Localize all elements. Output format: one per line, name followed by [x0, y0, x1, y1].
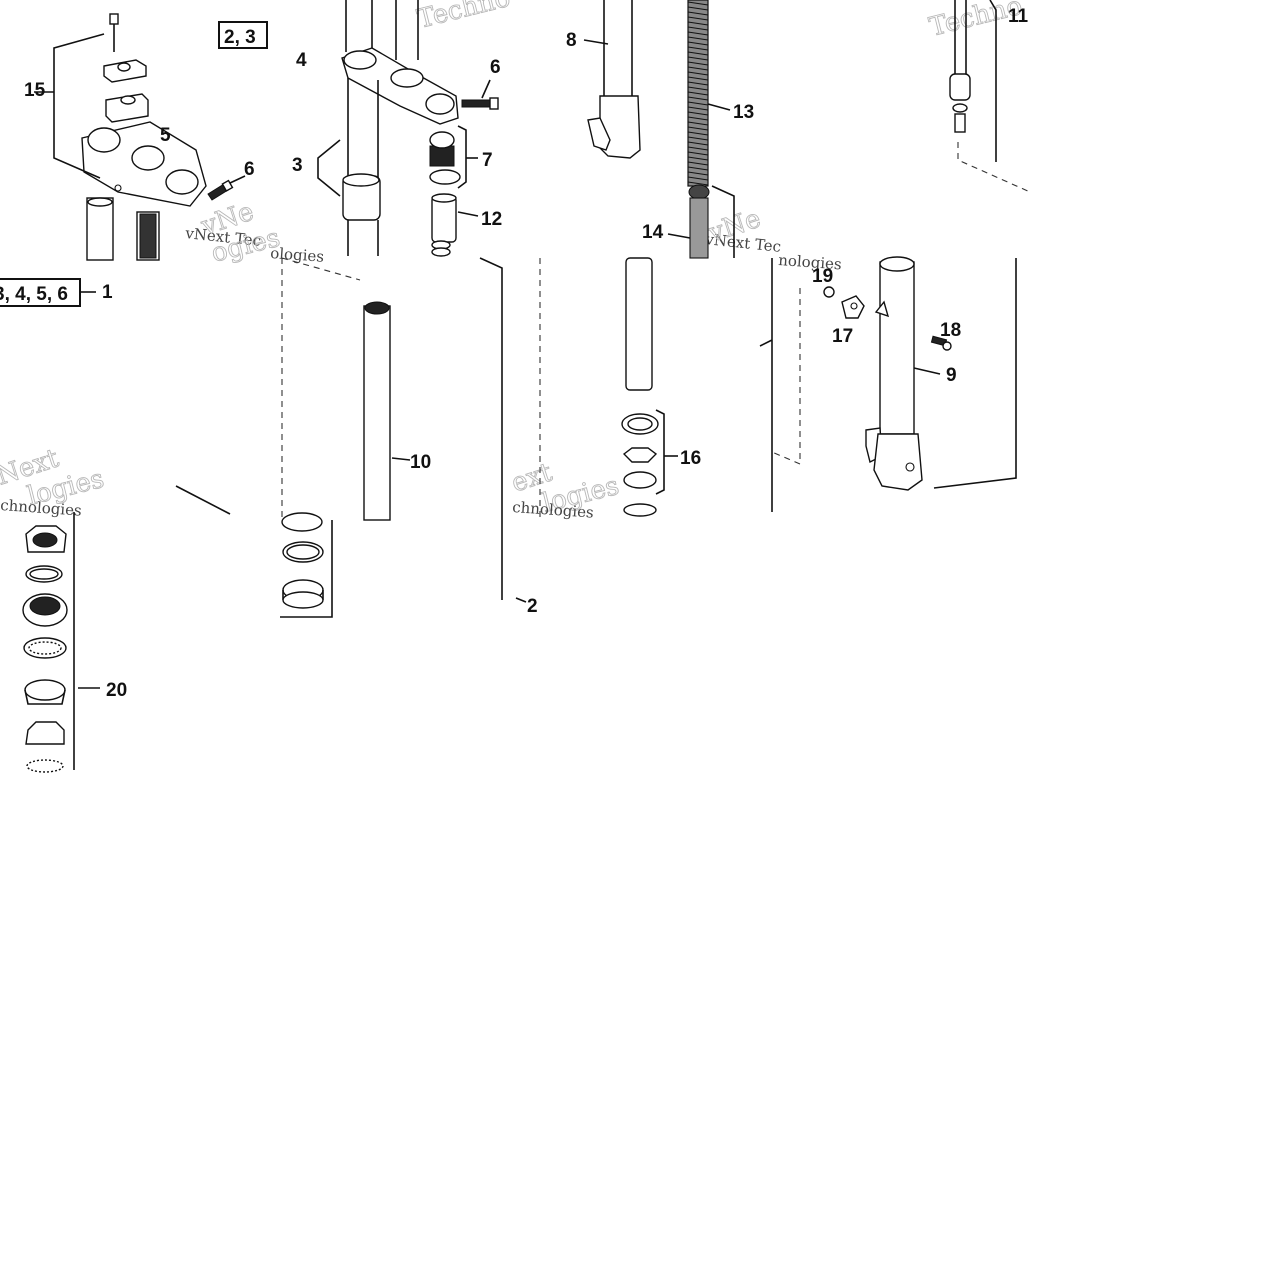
watermark-text: ologies [270, 244, 325, 266]
fork-spring [687, 0, 709, 187]
inner-fork-tube [363, 305, 391, 521]
brake-line-clip [841, 295, 865, 319]
callout-labels: 1 2 3 4 5 6 6 7 8 9 10 11 12 13 14 15 16… [24, 6, 1029, 701]
spring-coil [687, 61, 709, 66]
watermark-text: Techno [414, 0, 513, 35]
watermark-text: chnologies [0, 496, 82, 520]
nut [823, 286, 835, 298]
spring-coil [687, 86, 709, 91]
callout-3: 3 [292, 155, 303, 176]
callout-2: 2 [527, 596, 538, 617]
spring-coil [687, 131, 709, 136]
steering-bearing-stack [22, 512, 100, 773]
o-ring [429, 169, 461, 185]
upper-clamp-group [34, 13, 246, 261]
callout-15: 15 [24, 80, 46, 101]
callout-6: 6 [490, 57, 501, 78]
spring-coil [687, 96, 709, 101]
spring-coil [687, 141, 709, 146]
spring-coil [687, 31, 709, 36]
spring-coil [687, 81, 709, 86]
seal-stack-16 [621, 409, 678, 517]
spring-coil [687, 171, 709, 176]
outer-leg-group [759, 0, 1031, 512]
pinch-bolt-left [207, 175, 246, 201]
callout-1: 1 [102, 282, 113, 303]
spring-coil [687, 1, 709, 6]
spring-coil [687, 46, 709, 51]
callout-8: 8 [566, 30, 577, 51]
fork-tube-stub [86, 197, 114, 261]
spring-coil [687, 91, 709, 96]
watermark-text: chnologies [512, 498, 595, 522]
lower-handlebar-clamp [105, 93, 149, 123]
spring-coil [687, 36, 709, 41]
clamp-bolt-head [109, 13, 119, 25]
outer-fork-leg [879, 261, 915, 435]
callout-9: 9 [946, 365, 957, 386]
spring-coil [687, 16, 709, 21]
spring-coil [687, 116, 709, 121]
kit-box-2-3: 2, 3 [218, 21, 268, 49]
kit-box-3-4-5-6: 3, 4, 5, 6 [0, 278, 96, 307]
seal-stack-center [281, 512, 324, 609]
callout-18: 18 [940, 320, 961, 341]
damper-group [515, 0, 735, 603]
callout-13: 13 [733, 102, 754, 123]
spring-coil [687, 11, 709, 16]
damper-tube [625, 257, 653, 391]
spring-coil [687, 166, 709, 171]
pinch-bolt-right [461, 79, 499, 110]
spring-coil [687, 146, 709, 151]
callout-12: 12 [481, 209, 502, 230]
spring-coil [687, 26, 709, 31]
kit-label: 3, 4, 5, 6 [0, 284, 68, 305]
callout-5: 5 [160, 125, 171, 146]
callout-17: 17 [832, 326, 853, 347]
spring-coil [687, 56, 709, 61]
callout-10: 10 [410, 452, 431, 473]
center-fork-group [175, 0, 503, 618]
callout-7: 7 [482, 150, 493, 171]
spring-coil [687, 136, 709, 141]
spring-coil [687, 76, 709, 81]
callout-14: 14 [642, 222, 664, 243]
spring-coil [687, 176, 709, 181]
spring-coil [687, 66, 709, 71]
spring-coil [687, 111, 709, 116]
spring-coil [687, 6, 709, 11]
callout-20: 20 [106, 680, 127, 701]
spring-coil [687, 126, 709, 131]
spring-coil [687, 41, 709, 46]
spring-coil [687, 151, 709, 156]
spring-coil [687, 101, 709, 106]
spring-coil [687, 106, 709, 111]
spring-coil [687, 181, 709, 186]
spacer-tube [431, 195, 457, 243]
callout-19: 19 [812, 266, 833, 287]
callout-4: 4 [296, 50, 307, 71]
callout-6: 6 [244, 159, 255, 180]
fork-spring-partial [431, 240, 451, 257]
spring-coil [687, 51, 709, 56]
callout-11: 11 [1008, 6, 1029, 27]
callout-16: 16 [680, 448, 701, 469]
spring-coil [687, 121, 709, 126]
spring-coil [687, 156, 709, 161]
spring-coil [687, 161, 709, 166]
spring-coil [687, 71, 709, 76]
spring-coil [687, 21, 709, 26]
watermark-text: nologies [778, 251, 843, 273]
kit-label: 2, 3 [224, 27, 256, 48]
